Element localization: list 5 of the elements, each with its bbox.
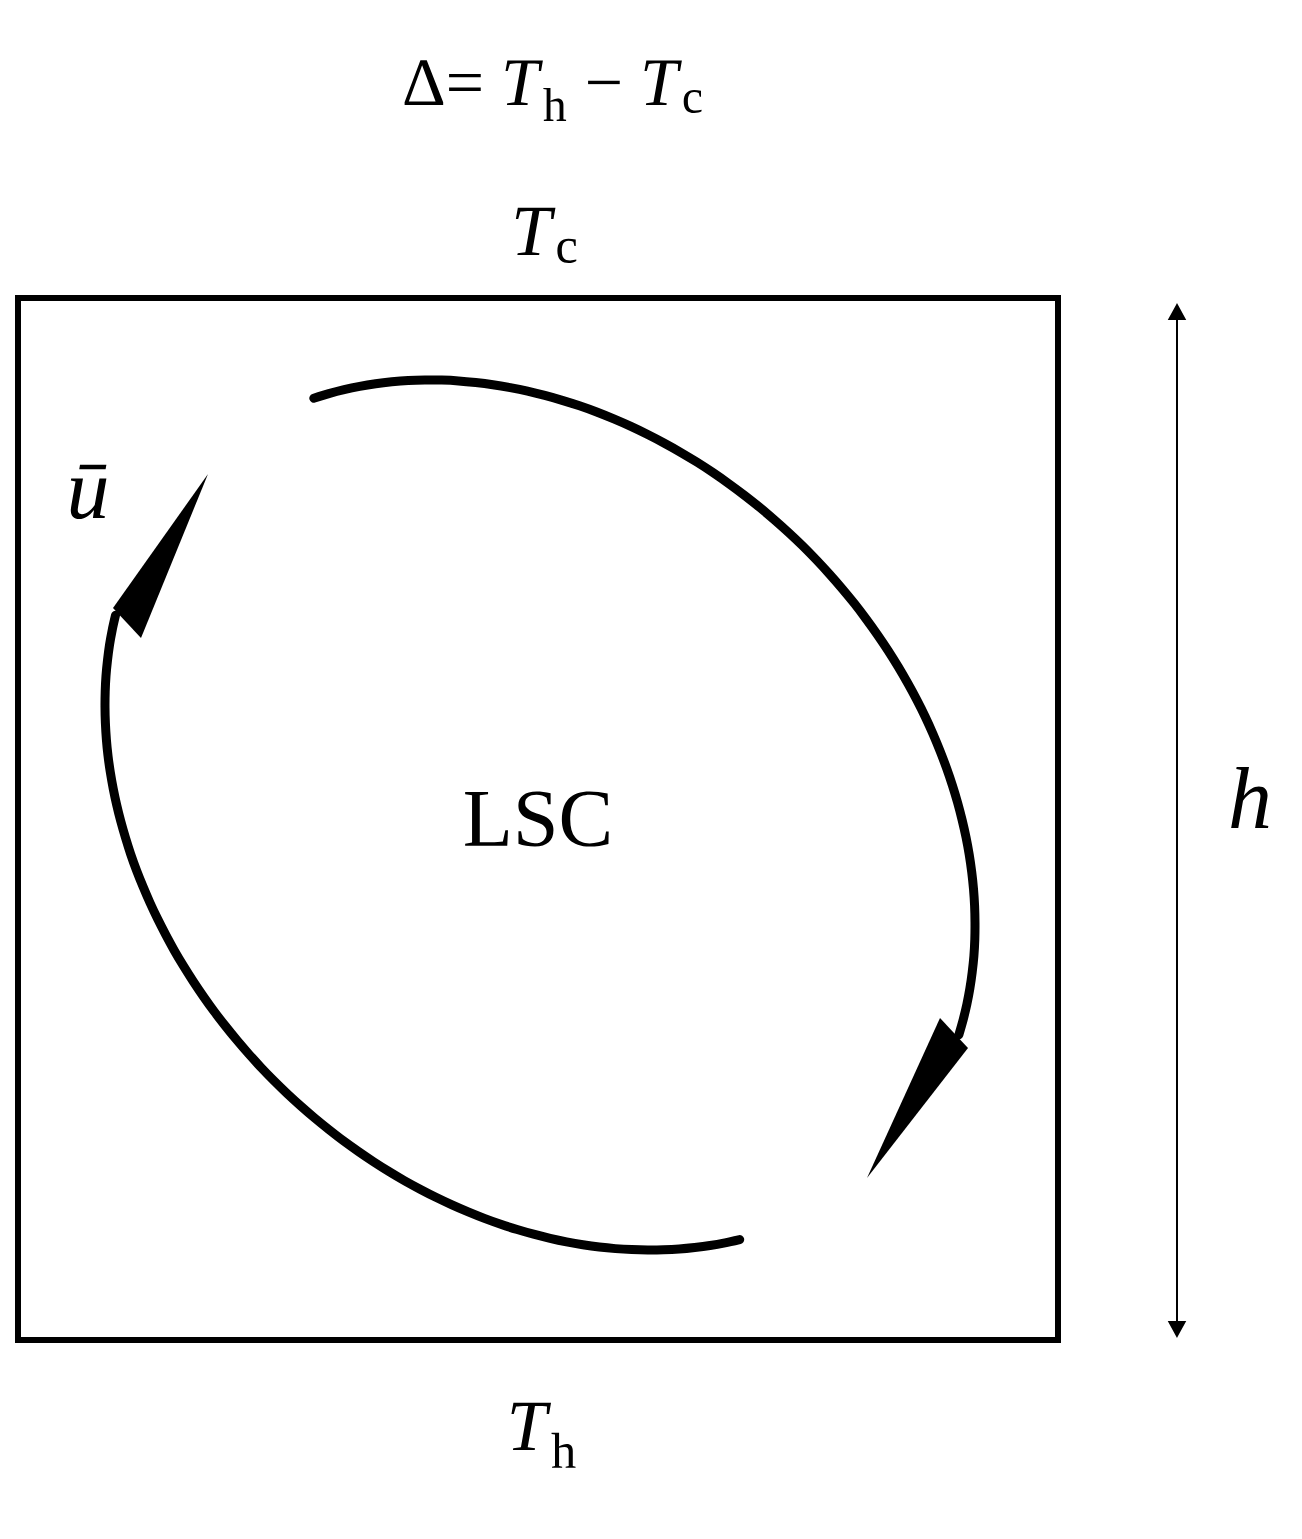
- velocity-label: ū: [70, 464, 107, 519]
- height-label: h: [1231, 767, 1269, 828]
- temperature-label: T$_{h}$: [511, 1402, 576, 1468]
- equation-title: Δ= T$_{h}$ − T$_{c}$: [404, 60, 702, 121]
- temperature-label: T$_{c}$: [515, 207, 577, 263]
